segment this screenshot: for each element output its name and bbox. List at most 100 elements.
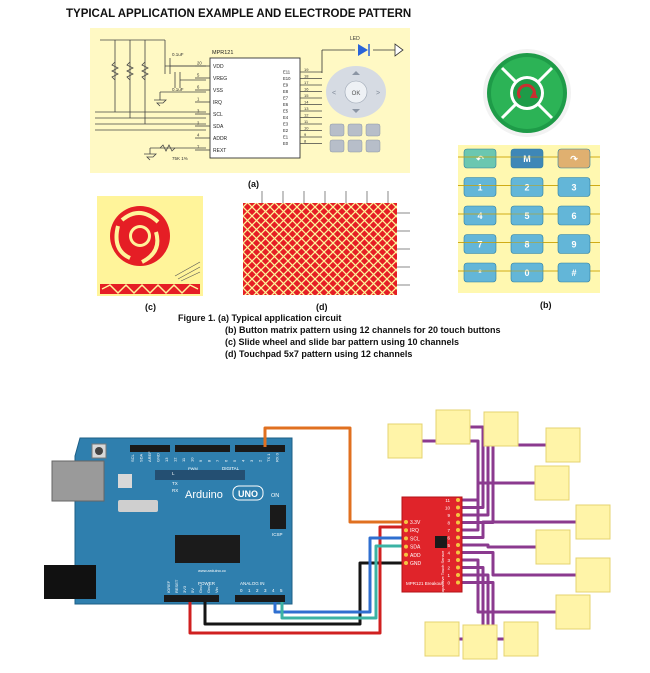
chip-pin-number: 3 <box>197 109 200 114</box>
arduino-pwm: PWM <box>188 466 198 471</box>
breakout-pin-label: GND <box>410 561 422 567</box>
chip-pin-number: 17 <box>304 80 309 85</box>
chip-pin-name: ADDR <box>213 136 228 142</box>
chip-pin-number: 7 <box>197 145 200 150</box>
touch-pad <box>387 423 423 459</box>
arduino-pin-label: Gnd <box>198 585 203 593</box>
breakout-pin-label: 7 <box>447 528 450 533</box>
breakout-pin-label: 10 <box>445 506 451 511</box>
arduino-tx: TX <box>172 481 178 486</box>
nav-right-label: > <box>376 90 380 97</box>
circuit-touch-button <box>365 139 381 153</box>
breakout-pin <box>456 520 460 525</box>
keypad-key-label: M <box>523 154 531 164</box>
arduino-pin-label: 7 <box>215 459 220 462</box>
chip-pin-number: 8 <box>304 139 307 144</box>
mpr121-chip <box>209 57 301 159</box>
arduino-pin-label: 12 <box>173 457 178 462</box>
circuit-touch-button <box>347 139 363 153</box>
electrode-wire <box>462 551 593 577</box>
arduino-pin-label: RESET <box>174 579 179 593</box>
circuit-nav-pad: OK < > <box>326 66 386 118</box>
breakout-pin-label: 3 <box>447 558 450 563</box>
breakout-pin-label: 4 <box>447 551 450 556</box>
wire-sda <box>280 544 405 620</box>
electrode-wire <box>462 520 593 539</box>
keypad-key <box>463 205 497 226</box>
chip-label: MPR121 <box>212 50 233 56</box>
breakout-pin-label: 8 <box>447 521 450 526</box>
keypad-key <box>557 205 591 226</box>
chip-pin-number: 10 <box>304 126 309 131</box>
keypad-key-label: # <box>571 268 576 278</box>
keypad-key-label: * <box>478 268 482 278</box>
circuit-panel: 0.1uF 0.1uF 75K 1% MPR121 20VDD5VREG6VSS… <box>90 28 410 189</box>
touch-pad <box>435 409 471 445</box>
breakout-pin <box>456 573 460 577</box>
arduino-website: www.arduino.cc <box>198 568 226 573</box>
breakout-pin <box>456 505 460 510</box>
arduino-pin-label: AREF <box>147 451 152 462</box>
arduino-pin-label: Vin <box>214 587 219 593</box>
breakout-pin-label: SDA <box>410 545 421 551</box>
mpr121-breakout: Capacitive Touch Sensor MPR121 Breakout … <box>401 496 463 595</box>
chip-pin-name: E8 <box>283 89 289 94</box>
keypad-key-label: 6 <box>571 211 576 221</box>
keypad-key-label: 0 <box>524 268 529 278</box>
arduino-l: L <box>172 471 175 476</box>
resistor-label: 75K 1% <box>172 156 188 161</box>
touch-pad <box>545 427 581 463</box>
figure-line-1: Figure 1. (a) Typical application circui… <box>178 313 341 323</box>
arduino-analog: ANALOG IN <box>240 581 265 586</box>
touchpad-panel: (d) <box>243 191 410 312</box>
keypad-key <box>510 148 544 169</box>
chip-pin-number: 9 <box>304 132 307 137</box>
arduino-pin-label: GND <box>156 453 161 462</box>
arduino-rx: RX <box>172 488 178 493</box>
icsp-header <box>270 505 286 529</box>
nav-left-label: < <box>332 90 336 97</box>
arduino-pin-label: SDA <box>139 453 144 462</box>
arduino-pin-label: SCL <box>130 453 135 462</box>
caption-a: (a) <box>248 179 259 189</box>
keypad-key-label: 9 <box>571 240 576 250</box>
keypad-key <box>463 148 497 169</box>
breakout-pin <box>456 565 460 570</box>
touch-pad <box>483 411 519 447</box>
chip-pin-name: IRQ <box>213 100 222 106</box>
arduino-power: POWER <box>198 581 216 586</box>
chip-pin-name: E7 <box>283 96 289 101</box>
keypad-key-label: ↷ <box>570 154 578 164</box>
chip-pin-name: E1 <box>283 135 289 140</box>
keypad-key <box>463 177 497 197</box>
chip-pin-number: 20 <box>197 61 202 66</box>
keypad-key <box>557 262 591 283</box>
circuit-button-grid <box>329 123 381 153</box>
wheel-panel: (c) <box>97 196 203 312</box>
arduino-pin-label: TX 1 <box>266 453 271 462</box>
chip-pin-number: 11 <box>304 119 309 124</box>
arduino-pin-label: IOREF <box>166 580 171 593</box>
breakout-pin-label: SCL <box>410 536 420 542</box>
breakout-vert-label: Capacitive Touch Sensor <box>440 550 445 595</box>
chip-pin-number: 1 <box>197 97 200 102</box>
keypad-key <box>557 234 591 254</box>
arduino-pin-label: 13 <box>164 457 169 462</box>
chip-pin-number: 16 <box>304 87 309 92</box>
nav-ok-label: OK <box>352 91 361 97</box>
breakout-pin <box>404 544 408 549</box>
breakout-pin <box>456 543 460 547</box>
chip-pin-number: 12 <box>304 113 309 118</box>
arduino-pin-label: 11 <box>181 457 186 462</box>
touch-pad <box>534 465 570 501</box>
chip-pin-name: E5 <box>283 109 289 114</box>
page-title: TYPICAL APPLICATION EXAMPLE AND ELECTROD… <box>66 8 411 20</box>
touch-pads <box>387 409 611 660</box>
wiring-diagram: Arduino UNO ON ICSP DIGITAL PWM L TX RX … <box>44 409 611 660</box>
breakout-name: MPR121 Breakout <box>406 581 444 586</box>
usb-connector <box>51 460 105 502</box>
